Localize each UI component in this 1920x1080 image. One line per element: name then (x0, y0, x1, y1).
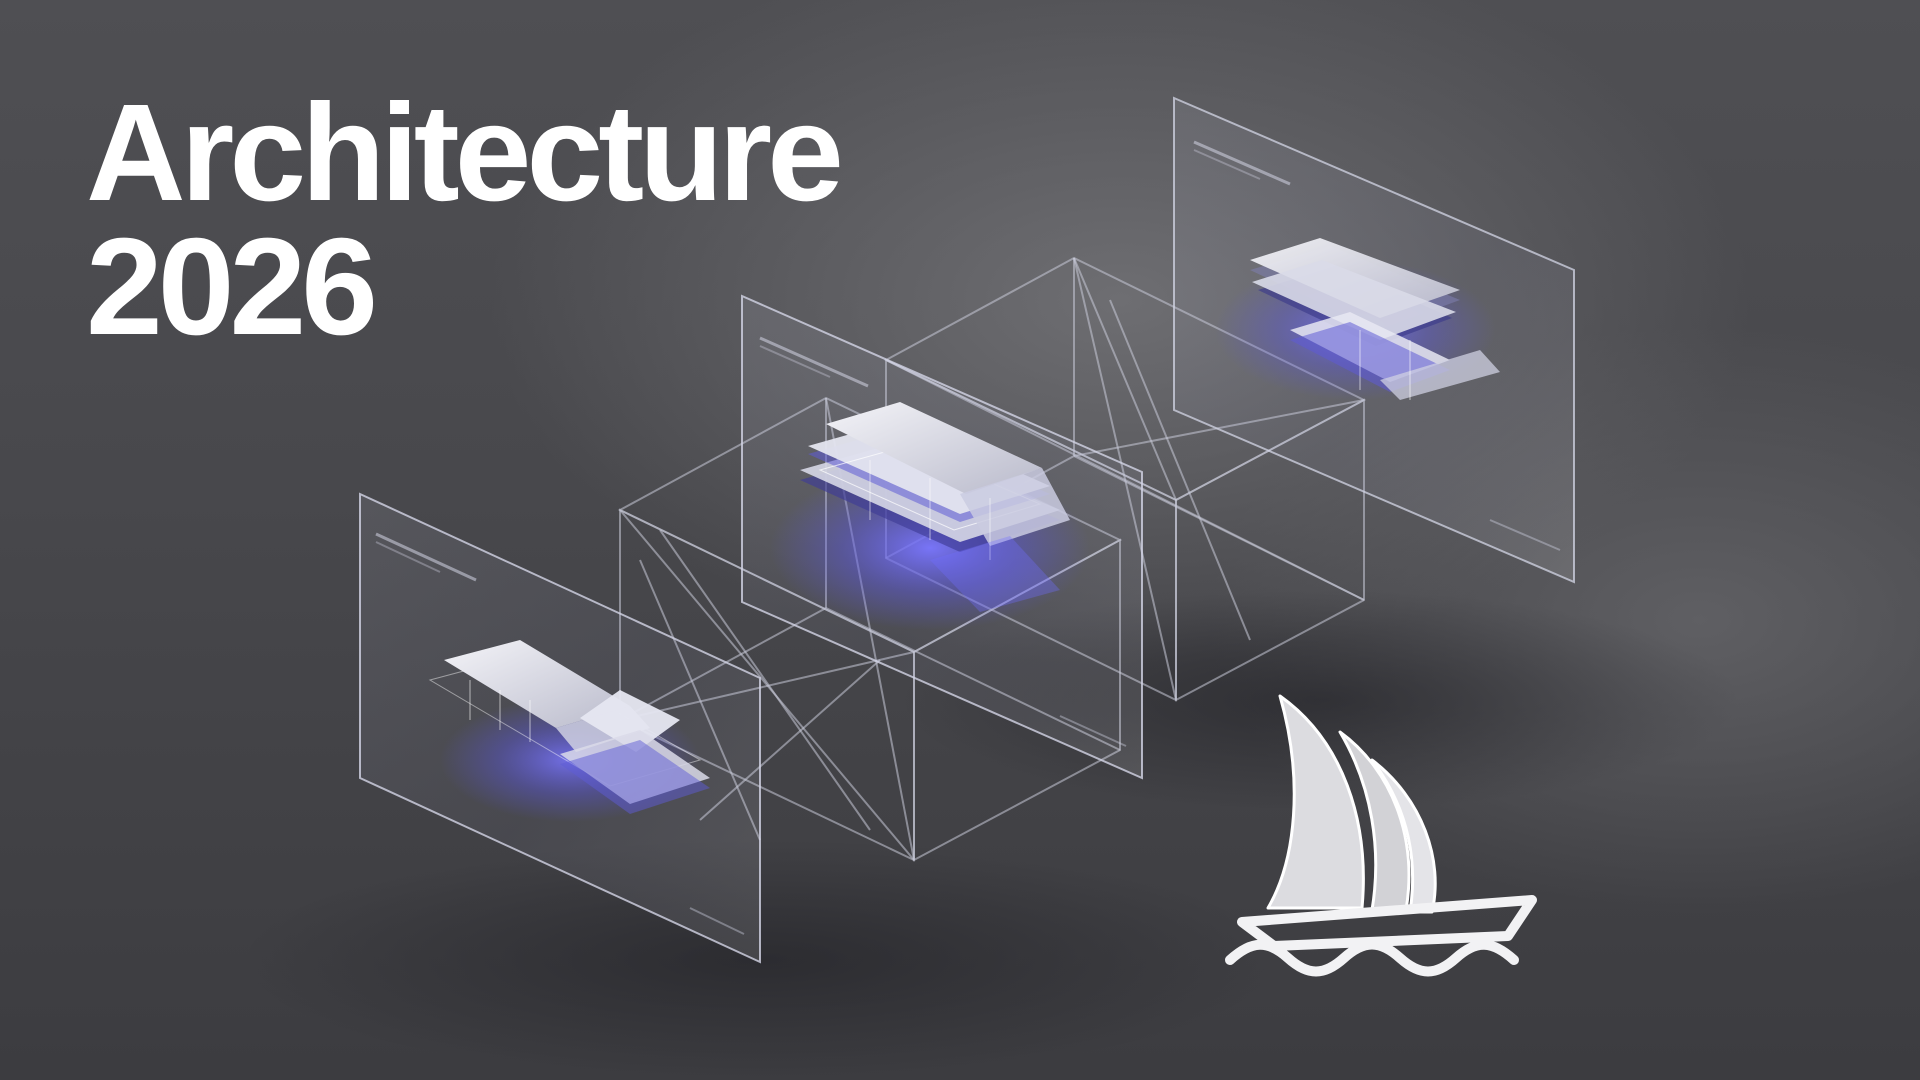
glass-panel-back (1173, 96, 1575, 584)
sailboat-logo-icon (1225, 694, 1537, 977)
building-model-middle (800, 402, 1070, 612)
hero-title-line-2: 2026 (86, 210, 378, 364)
hero-title: Architecture 2026 (86, 76, 844, 364)
glass-panel-front (359, 492, 761, 964)
glass-panel-middle (741, 294, 1143, 780)
building-model-front (428, 640, 710, 814)
building-model-back (1250, 238, 1500, 400)
hero-title-line-1: Architecture (86, 76, 844, 230)
